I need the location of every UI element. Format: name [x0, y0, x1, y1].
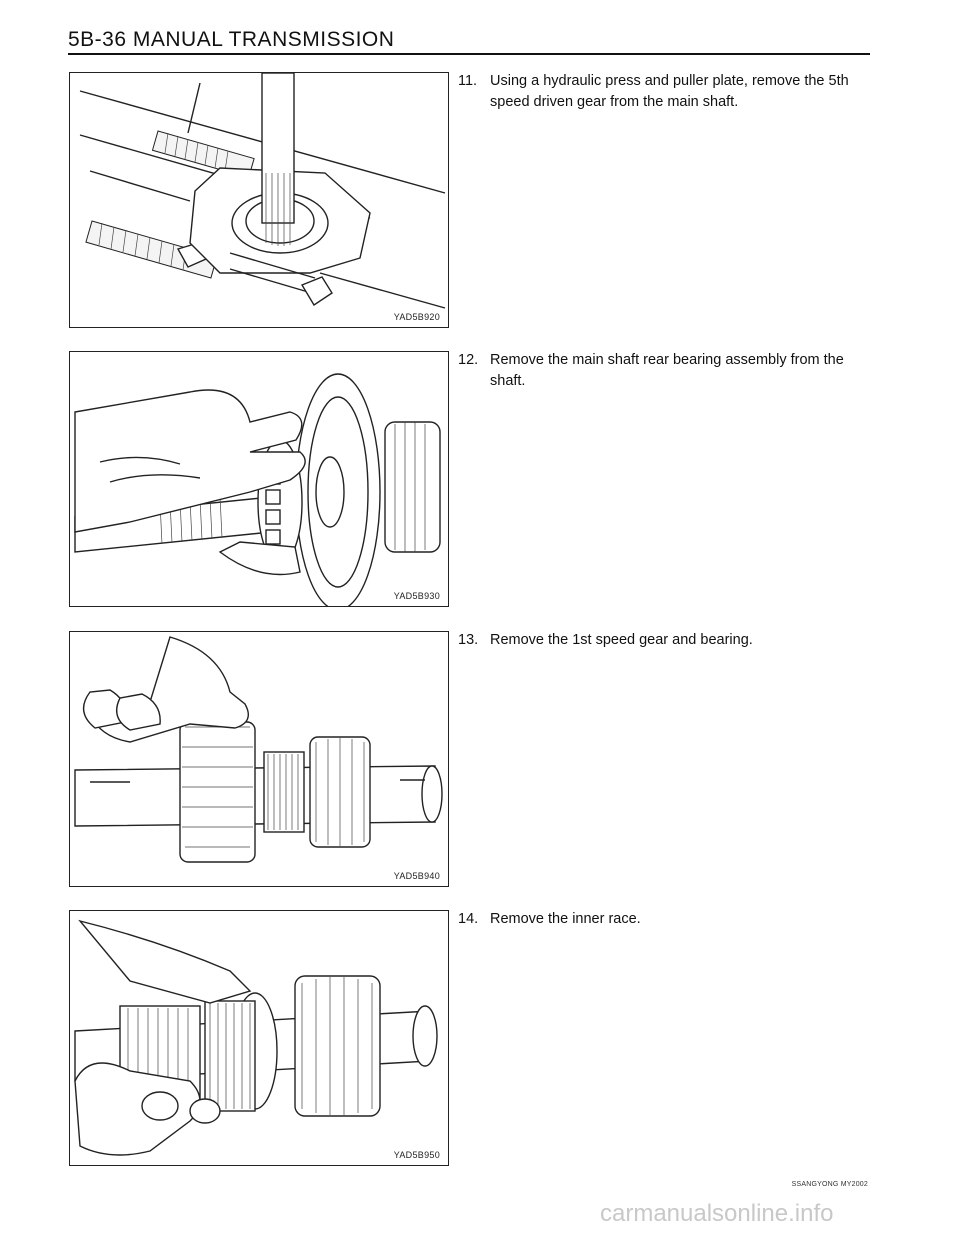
- step-text: Remove the 1st speed gear and bearing.: [490, 632, 753, 648]
- step-number: 12.: [458, 352, 479, 368]
- figure-puller-plate: YAD5B920: [69, 72, 449, 328]
- step-14: 14. Remove the inner race.: [458, 909, 870, 930]
- step-12: 12. Remove the main shaft rear bearing a…: [458, 350, 870, 392]
- figure-code: YAD5B920: [393, 312, 440, 322]
- needle-bearing: [263, 751, 305, 833]
- figure-rear-bearing: YAD5B930: [69, 351, 449, 607]
- step-text: Using a hydraulic press and puller plate…: [490, 73, 849, 110]
- hand: [74, 389, 306, 533]
- page-footer: SSANGYONG MY2002: [791, 1181, 868, 1188]
- hand: [89, 636, 249, 743]
- gear-assembly: [294, 975, 381, 1117]
- inner-race-illustration: [74, 919, 438, 1156]
- hand: [78, 919, 252, 1004]
- first-speed-gear: [179, 721, 256, 863]
- step-13: 13. Remove the 1st speed gear and bearin…: [458, 630, 870, 651]
- figure-code: YAD5B940: [393, 871, 440, 881]
- step-text: Remove the main shaft rear bearing assem…: [490, 352, 844, 389]
- step-11: 11. Using a hydraulic press and puller p…: [458, 71, 870, 113]
- step-text: Remove the inner race.: [490, 911, 641, 927]
- step-number: 11.: [458, 73, 478, 89]
- figure-first-gear: YAD5B940: [69, 631, 449, 887]
- needle-bearing: [204, 1000, 256, 1112]
- first-gear-illustration: [74, 636, 443, 863]
- puller-plate-illustration: [79, 73, 446, 309]
- header-rule: [68, 53, 870, 55]
- figure-inner-race: YAD5B950: [69, 910, 449, 1166]
- watermark: carmanualsonline.info: [600, 1200, 834, 1227]
- step-number: 13.: [458, 632, 479, 648]
- page-header: 5B-36 MANUAL TRANSMISSION: [68, 28, 395, 51]
- figure-code: YAD5B930: [393, 591, 440, 601]
- rear-bearing-illustration: [74, 373, 441, 606]
- figure-code: YAD5B950: [393, 1150, 440, 1160]
- step-number: 14.: [458, 911, 479, 927]
- synchro-gear: [384, 421, 441, 553]
- hex-nut: [300, 276, 333, 306]
